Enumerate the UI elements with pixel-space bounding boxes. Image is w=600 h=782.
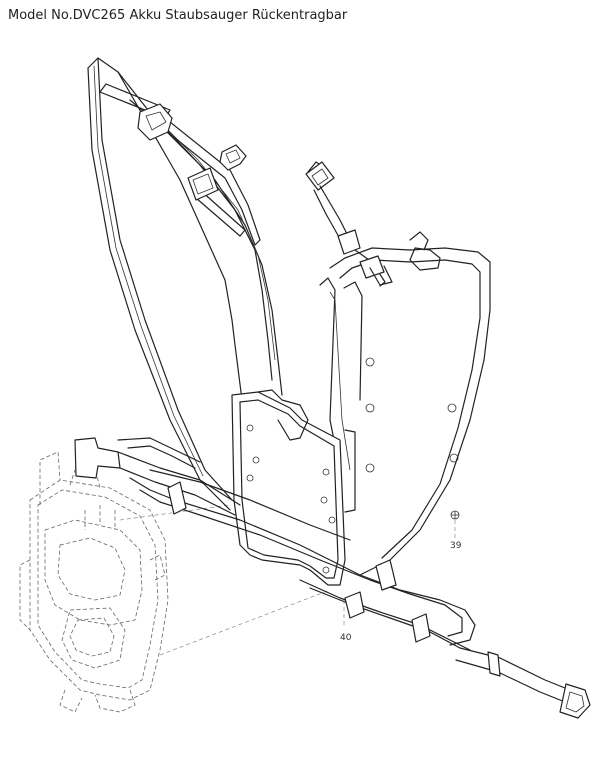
waist-belt <box>74 437 591 719</box>
back-plate <box>231 389 356 586</box>
leader-line <box>159 589 331 656</box>
diagram-title: Model No.DVC265 Akku Staubsauger Rückent… <box>8 8 348 23</box>
ghost-vacuum-body <box>19 451 169 713</box>
left-shoulder-strap <box>87 57 283 511</box>
part-number-39: 39 <box>450 541 462 551</box>
part-number-40: 40 <box>340 633 352 643</box>
leader-line <box>119 504 231 521</box>
right-shoulder-strap <box>305 161 491 576</box>
